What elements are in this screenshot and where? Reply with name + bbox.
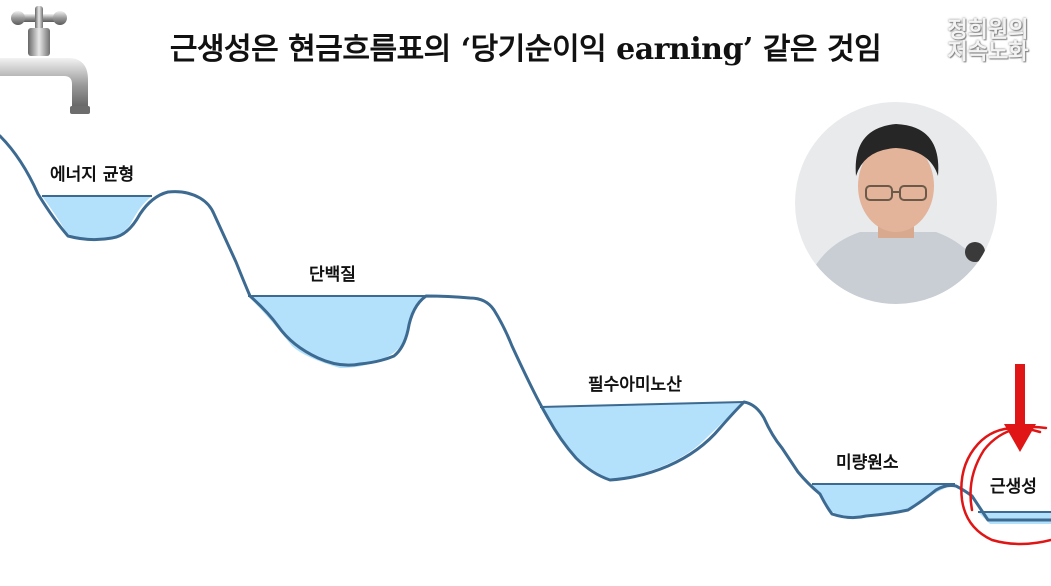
logo-line-2: 저속노화 bbox=[947, 40, 1029, 65]
pool-energy-water bbox=[42, 196, 152, 240]
pool-label-amino: 필수아미노산 bbox=[588, 375, 682, 395]
presenter-video bbox=[793, 100, 999, 306]
pool-micro-water bbox=[812, 484, 955, 517]
slide-title: 근생성은 현금흐름표의 ‘당기순이익 earning’ 같은 것임 bbox=[169, 32, 882, 67]
faucet-icon bbox=[0, 6, 90, 114]
pool-protein-water bbox=[248, 296, 426, 368]
pool-amino-water bbox=[540, 402, 744, 480]
pool-label-muscle: 근생성 bbox=[990, 477, 1037, 497]
terrain-line bbox=[0, 134, 1051, 522]
channel-logo: 정희원의 저속노화 bbox=[938, 20, 1038, 64]
pool-label-micro: 미량원소 bbox=[836, 453, 899, 473]
pool-muscle-water bbox=[978, 512, 1051, 524]
red-arrow-icon bbox=[1004, 364, 1036, 452]
pool-label-energy: 에너지 균형 bbox=[50, 165, 135, 185]
pool-label-protein: 단백질 bbox=[309, 265, 356, 285]
logo-line-1: 정희원의 bbox=[947, 18, 1029, 43]
